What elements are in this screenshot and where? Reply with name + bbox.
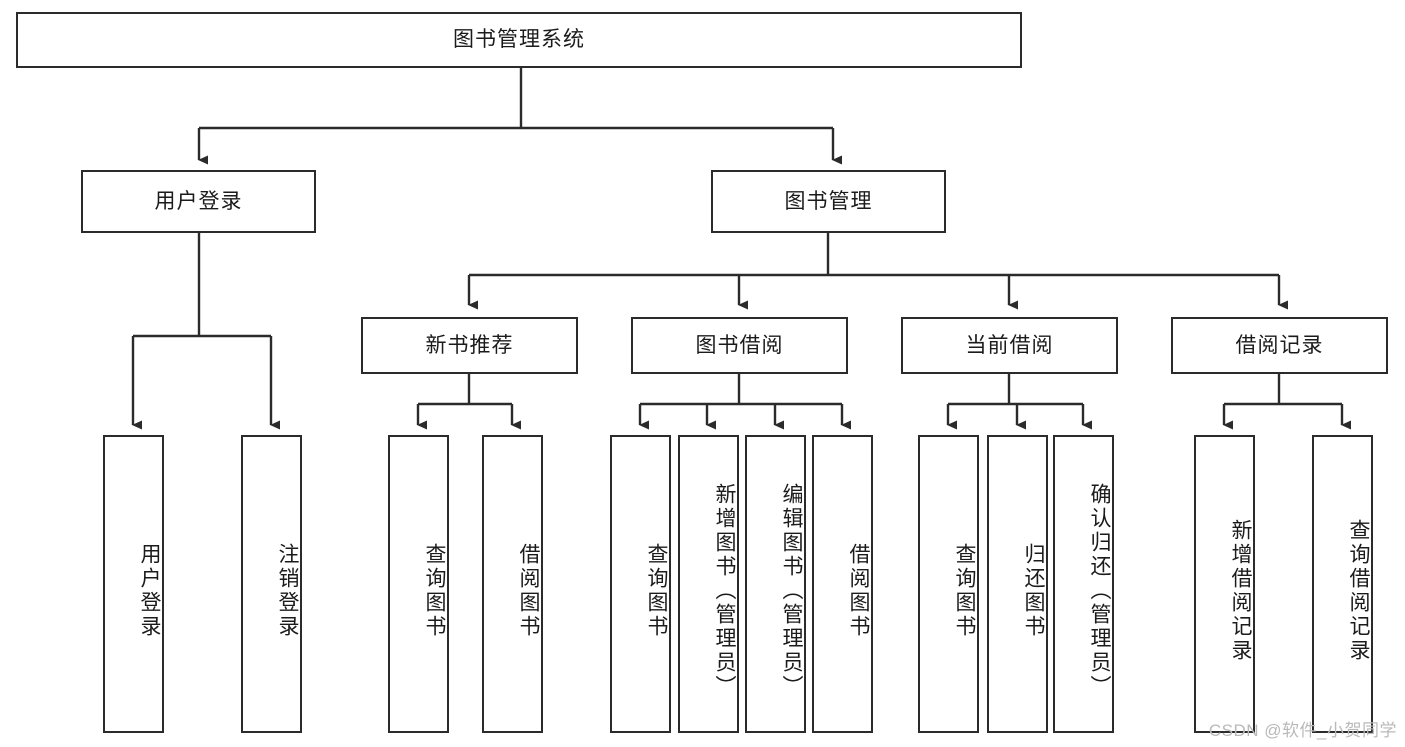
leaf-record-add-borrow-record[interactable]: 新增借阅记录 [1194, 435, 1255, 733]
node-label: 新增图书（管理员） [713, 483, 736, 699]
node-book-borrow[interactable]: 图书借阅 [631, 317, 848, 374]
leaf-current-return-book[interactable]: 归还图书 [987, 435, 1048, 733]
node-label: 用户登录 [138, 543, 161, 639]
node-root-book-management-system[interactable]: 图书管理系统 [16, 12, 1022, 68]
node-label: 图书借阅 [695, 333, 784, 357]
leaf-record-query-borrow-record[interactable]: 查询借阅记录 [1312, 435, 1373, 733]
node-book-management[interactable]: 图书管理 [711, 170, 946, 233]
node-label: 新书推荐 [425, 333, 514, 357]
node-label: 借阅图书 [847, 543, 870, 639]
node-label: 注销登录 [276, 543, 299, 639]
node-label: 图书管理 [784, 189, 873, 213]
node-label: 用户登录 [154, 189, 243, 213]
leaf-current-confirm-return-admin[interactable]: 确认归还（管理员） [1053, 435, 1114, 733]
node-new-book-recommend[interactable]: 新书推荐 [361, 317, 578, 374]
node-label: 新增借阅记录 [1229, 519, 1252, 663]
node-borrow-record[interactable]: 借阅记录 [1171, 317, 1388, 374]
node-label: 查询图书 [423, 543, 446, 639]
leaf-borrow-add-book-admin[interactable]: 新增图书（管理员） [678, 435, 739, 733]
leaf-borrow-query-book[interactable]: 查询图书 [610, 435, 671, 733]
node-label: 当前借阅 [965, 333, 1054, 357]
node-label: 借阅记录 [1235, 333, 1324, 357]
leaf-current-query-book[interactable]: 查询图书 [918, 435, 979, 733]
leaf-recommend-query-book[interactable]: 查询图书 [388, 435, 449, 733]
leaf-borrow-borrow-book[interactable]: 借阅图书 [812, 435, 873, 733]
node-label: 图书管理系统 [453, 28, 585, 52]
node-user-login[interactable]: 用户登录 [81, 170, 316, 233]
node-label: 归还图书 [1022, 543, 1045, 639]
node-label: 查询图书 [645, 543, 668, 639]
node-label: 借阅图书 [517, 543, 540, 639]
node-label: 查询图书 [953, 543, 976, 639]
leaf-borrow-edit-book-admin[interactable]: 编辑图书（管理员） [745, 435, 806, 733]
leaf-recommend-borrow-book[interactable]: 借阅图书 [482, 435, 543, 733]
node-label: 查询借阅记录 [1347, 519, 1370, 663]
node-label: 编辑图书（管理员） [780, 483, 803, 699]
leaf-user-login-logout[interactable]: 注销登录 [241, 435, 302, 733]
leaf-user-login-login[interactable]: 用户登录 [103, 435, 164, 733]
node-label: 确认归还（管理员） [1088, 483, 1111, 699]
node-current-borrow[interactable]: 当前借阅 [901, 317, 1118, 374]
watermark-text: CSDN @软件_小贺同学 [1208, 721, 1397, 740]
